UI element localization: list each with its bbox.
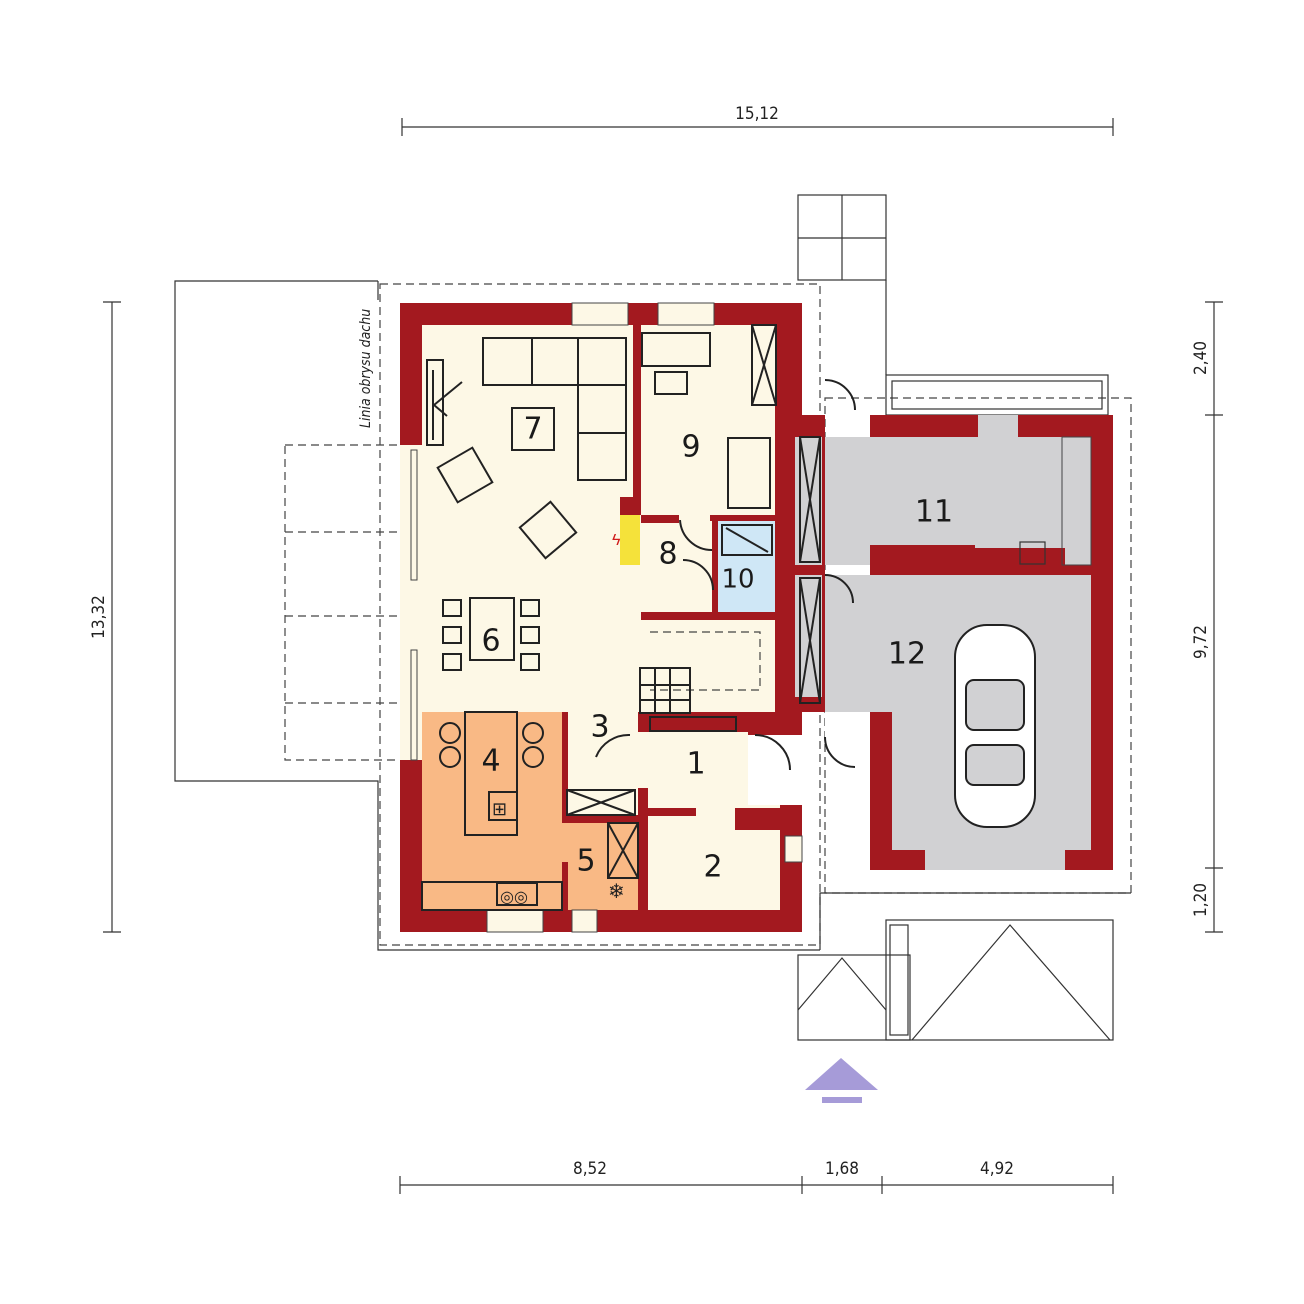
room-10-label: 10 [721,565,754,595]
room-11-label: 11 [915,495,953,530]
porch-bottom [797,892,1131,1041]
fireplace [620,515,640,565]
left-terrace [284,444,411,761]
dimension-left: 13,32 [89,301,121,933]
furniture [421,324,856,911]
room-7-label: 7 [523,412,542,447]
fireplace-icon: ϟ [612,532,621,549]
roof-outline-label: Linia obrysu dachu [358,309,374,428]
svg-text:9,72: 9,72 [1191,625,1211,659]
room-labels: 1 2 3 4 5 6 7 8 9 10 11 12 [481,412,953,885]
svg-text:4,92: 4,92 [980,1159,1014,1179]
svg-text:15,12: 15,12 [735,104,779,124]
dimension-right: 2,40 9,72 1,20 [1191,301,1223,933]
svg-text:1,20: 1,20 [1191,883,1211,917]
room-5-label: 5 [576,844,595,879]
windows [410,302,803,933]
room-6-label: 6 [481,624,500,659]
room-4-label: 4 [481,744,500,779]
room-9-label: 9 [681,430,700,465]
kitchen-floor [422,712,562,910]
dimension-bottom: 8,52 1,68 4,92 [399,1159,1114,1194]
porch-top [797,194,1109,416]
cooktop-icon: ⊞ [492,799,507,819]
room-11-floor [825,437,1091,565]
svg-text:2,40: 2,40 [1191,341,1211,375]
entrance-arrow-icon [805,1058,878,1103]
room-3-label: 3 [590,710,609,745]
svg-text:1,68: 1,68 [825,1159,859,1179]
car-icon [954,624,1036,828]
room-8-label: 8 [658,537,677,572]
svg-text:8,52: 8,52 [573,1159,607,1179]
pantry-floor [562,822,640,910]
dimension-top: 15,12 [401,104,1114,136]
interior-walls [562,325,802,932]
bathroom-floor [718,520,775,612]
svg-text:13,32: 13,32 [89,595,109,639]
room-1-label: 1 [686,747,705,782]
freezer-icon: ❄ [608,881,625,903]
sink-icon: ◎◎ [500,889,528,906]
room-2-label: 2 [703,850,722,885]
room-12-label: 12 [888,637,926,672]
